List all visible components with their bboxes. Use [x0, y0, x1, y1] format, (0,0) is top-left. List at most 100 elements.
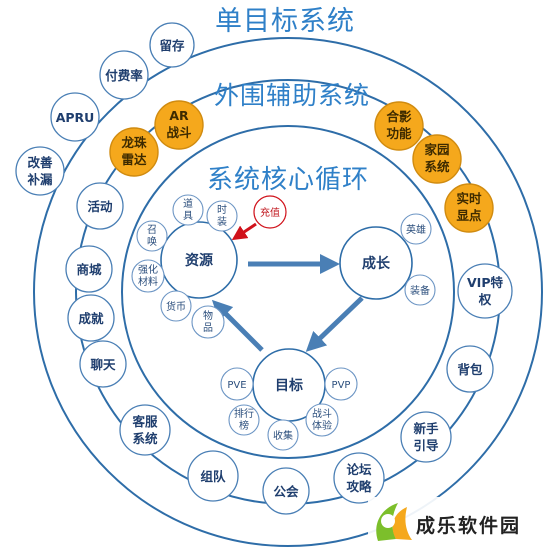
node-arpu: APRU: [50, 92, 100, 142]
node-forum-label-1: 论坛: [346, 462, 372, 477]
node-dragon-radar-label-1: 龙珠: [120, 135, 147, 150]
arrow-recharge-to-resource: [231, 222, 257, 241]
core-system-title: 系统核心循环: [207, 165, 369, 195]
node-forum-label-2: 攻略: [346, 479, 372, 494]
node-guild-label: 公会: [273, 484, 299, 499]
node-bag-label: 背包: [457, 362, 483, 377]
node-battle-experience-label-1: 战斗: [312, 408, 332, 420]
node-dragon-radar-label-2: 雷达: [121, 152, 147, 167]
node-material-label-2: 材料: [138, 275, 158, 288]
node-chat: 聊天: [79, 340, 127, 388]
node-pvp-label: PVP: [332, 380, 351, 391]
node-chat-label: 聊天: [90, 357, 116, 372]
node-paid-rate: 付费率: [99, 50, 149, 100]
node-team: 组队: [187, 450, 239, 502]
node-collect-label: 收集: [273, 429, 293, 442]
node-battle-experience: 战斗 体验: [305, 403, 339, 437]
node-realtime-label-2: 显点: [456, 208, 482, 223]
node-summon: 召 唤: [136, 220, 168, 252]
node-improve-label-1: 改善: [27, 155, 53, 170]
core-ring: [121, 125, 455, 459]
node-newbie: 新手 引导: [400, 411, 452, 463]
node-resource: 资源: [160, 221, 238, 299]
node-improve: 改善 补漏: [15, 146, 65, 196]
node-rank: 排行 榜: [228, 404, 260, 436]
node-support-label-2: 系统: [132, 431, 158, 446]
node-pvp: PVP: [324, 367, 358, 401]
node-hero: 英雄: [400, 213, 432, 245]
node-realtime-label-1: 实时: [456, 191, 482, 206]
node-group-photo-label-1: 合影: [386, 109, 412, 124]
node-activity: 活动: [76, 182, 124, 230]
node-fashion: 时 装: [206, 200, 238, 232]
node-ar-battle-label-2: 战斗: [166, 125, 192, 140]
node-goal-label: 目标: [275, 377, 303, 394]
node-material-label-1: 强化: [138, 263, 158, 276]
node-summon-label-2: 唤: [147, 235, 157, 248]
node-newbie-label-1: 新手: [413, 421, 439, 436]
node-support: 客服 系统: [119, 404, 171, 456]
node-hero-label: 英雄: [406, 223, 426, 236]
node-improve-label-2: 补漏: [26, 172, 53, 187]
node-group-photo-label-2: 功能: [386, 126, 412, 141]
node-ar-battle-label-1: AR: [169, 108, 189, 123]
node-group-photo: 合影 功能: [374, 101, 424, 151]
watermark: 成乐软件园: [368, 497, 554, 549]
node-homeland-label-1: 家园: [424, 142, 449, 157]
node-paid-rate-label: 付费率: [105, 68, 143, 83]
node-achievement: 成就: [67, 294, 115, 342]
node-items-label-2: 品: [203, 322, 213, 334]
node-vip: VIP特 权: [457, 263, 513, 319]
node-rank-label-2: 榜: [239, 419, 249, 432]
node-realtime: 实时 显点: [444, 183, 494, 233]
node-homeland: 家园 系统: [412, 134, 462, 184]
outer-ring: [33, 37, 543, 547]
node-recharge-label: 充值: [260, 206, 280, 219]
watermark-logo-icon: [376, 503, 412, 541]
node-fashion-label-2: 装: [217, 215, 227, 228]
node-team-label: 组队: [200, 469, 226, 484]
node-mall-label: 商城: [76, 262, 102, 277]
node-equipment-label: 装备: [410, 284, 430, 297]
watermark-text: 成乐软件园: [416, 514, 521, 537]
node-items: 物 品: [191, 305, 225, 339]
node-summon-label-1: 召: [147, 225, 157, 236]
node-mall: 商城: [65, 245, 113, 293]
node-ar-battle: AR 战斗: [154, 100, 204, 150]
node-resource-label: 资源: [185, 252, 213, 269]
node-homeland-label-2: 系统: [424, 159, 450, 174]
node-props: 道 具: [172, 194, 204, 226]
node-support-label-1: 客服: [131, 414, 158, 429]
node-bag: 背包: [446, 345, 494, 393]
node-pve: PVE: [220, 367, 254, 401]
node-forum: 论坛 攻略: [333, 452, 385, 504]
node-equipment: 装备: [404, 274, 436, 306]
node-achievement-label: 成就: [78, 311, 104, 326]
node-retention: 留存: [149, 22, 195, 68]
node-currency: 货币: [160, 290, 192, 322]
node-props-label-2: 具: [183, 210, 193, 222]
arrow-goal-to-resource: [211, 299, 264, 352]
arrow-growth-to-goal: [305, 296, 364, 352]
node-collect: 收集: [267, 419, 299, 451]
node-vip-label-1: VIP特: [467, 275, 503, 290]
node-activity-label: 活动: [87, 199, 113, 214]
outer-system-title: 单目标系统: [215, 6, 355, 37]
node-growth: 成长: [339, 226, 413, 300]
middle-system-title: 外围辅助系统: [214, 81, 370, 110]
node-retention-label: 留存: [159, 38, 185, 53]
node-newbie-label-2: 引导: [413, 438, 439, 453]
node-growth-label: 成长: [362, 255, 391, 272]
node-material: 强化 材料: [131, 259, 165, 293]
node-rank-label-1: 排行: [234, 407, 254, 420]
node-recharge: 充值: [253, 195, 287, 229]
node-dragon-radar: 龙珠 雷达: [109, 127, 159, 177]
node-props-label-1: 道: [183, 197, 193, 210]
node-pve-label: PVE: [227, 380, 246, 391]
node-battle-experience-label-2: 体验: [312, 419, 332, 432]
node-arpu-label: APRU: [56, 110, 95, 125]
node-vip-label-2: 权: [478, 292, 492, 307]
node-currency-label: 货币: [166, 300, 186, 313]
